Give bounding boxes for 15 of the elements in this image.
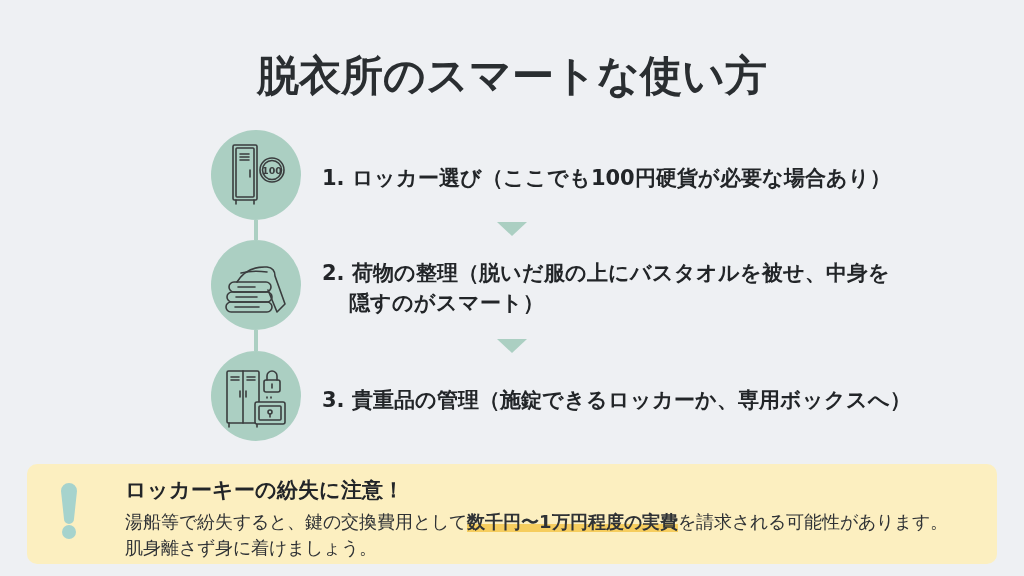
locker-safe-icon xyxy=(211,351,301,441)
connector-line xyxy=(254,220,258,240)
step-text: 1. ロッカー選び（ここでも100円硬貨が必要な場合あり） xyxy=(322,165,891,192)
warning-box xyxy=(27,464,997,564)
step-text: 3. 貴重品の管理（施錠できるロッカーか、専用ボックスへ） xyxy=(322,387,911,414)
warning-heading: ロッカーキーの紛失に注意！ xyxy=(125,477,404,504)
warning-text: 湯船等で紛失すると、鍵の交換費用として数千円〜1万円程度の実費を請求される可能性があります。肌身離さず身に着けましょう。 xyxy=(125,510,949,560)
title: 脱衣所のスマートな使い方 xyxy=(257,50,767,102)
folded-towels-icon xyxy=(211,240,301,330)
connector-line xyxy=(254,330,258,351)
triangle-arrow xyxy=(497,222,527,236)
locker-coin-icon xyxy=(211,130,301,220)
step-text: 2. 荷物の整理（脱いだ服の上にバスタオルを被せ、中身を隠すのがスマート） xyxy=(322,260,891,317)
coin-label: 100 xyxy=(262,164,282,176)
triangle-arrow xyxy=(497,339,527,353)
